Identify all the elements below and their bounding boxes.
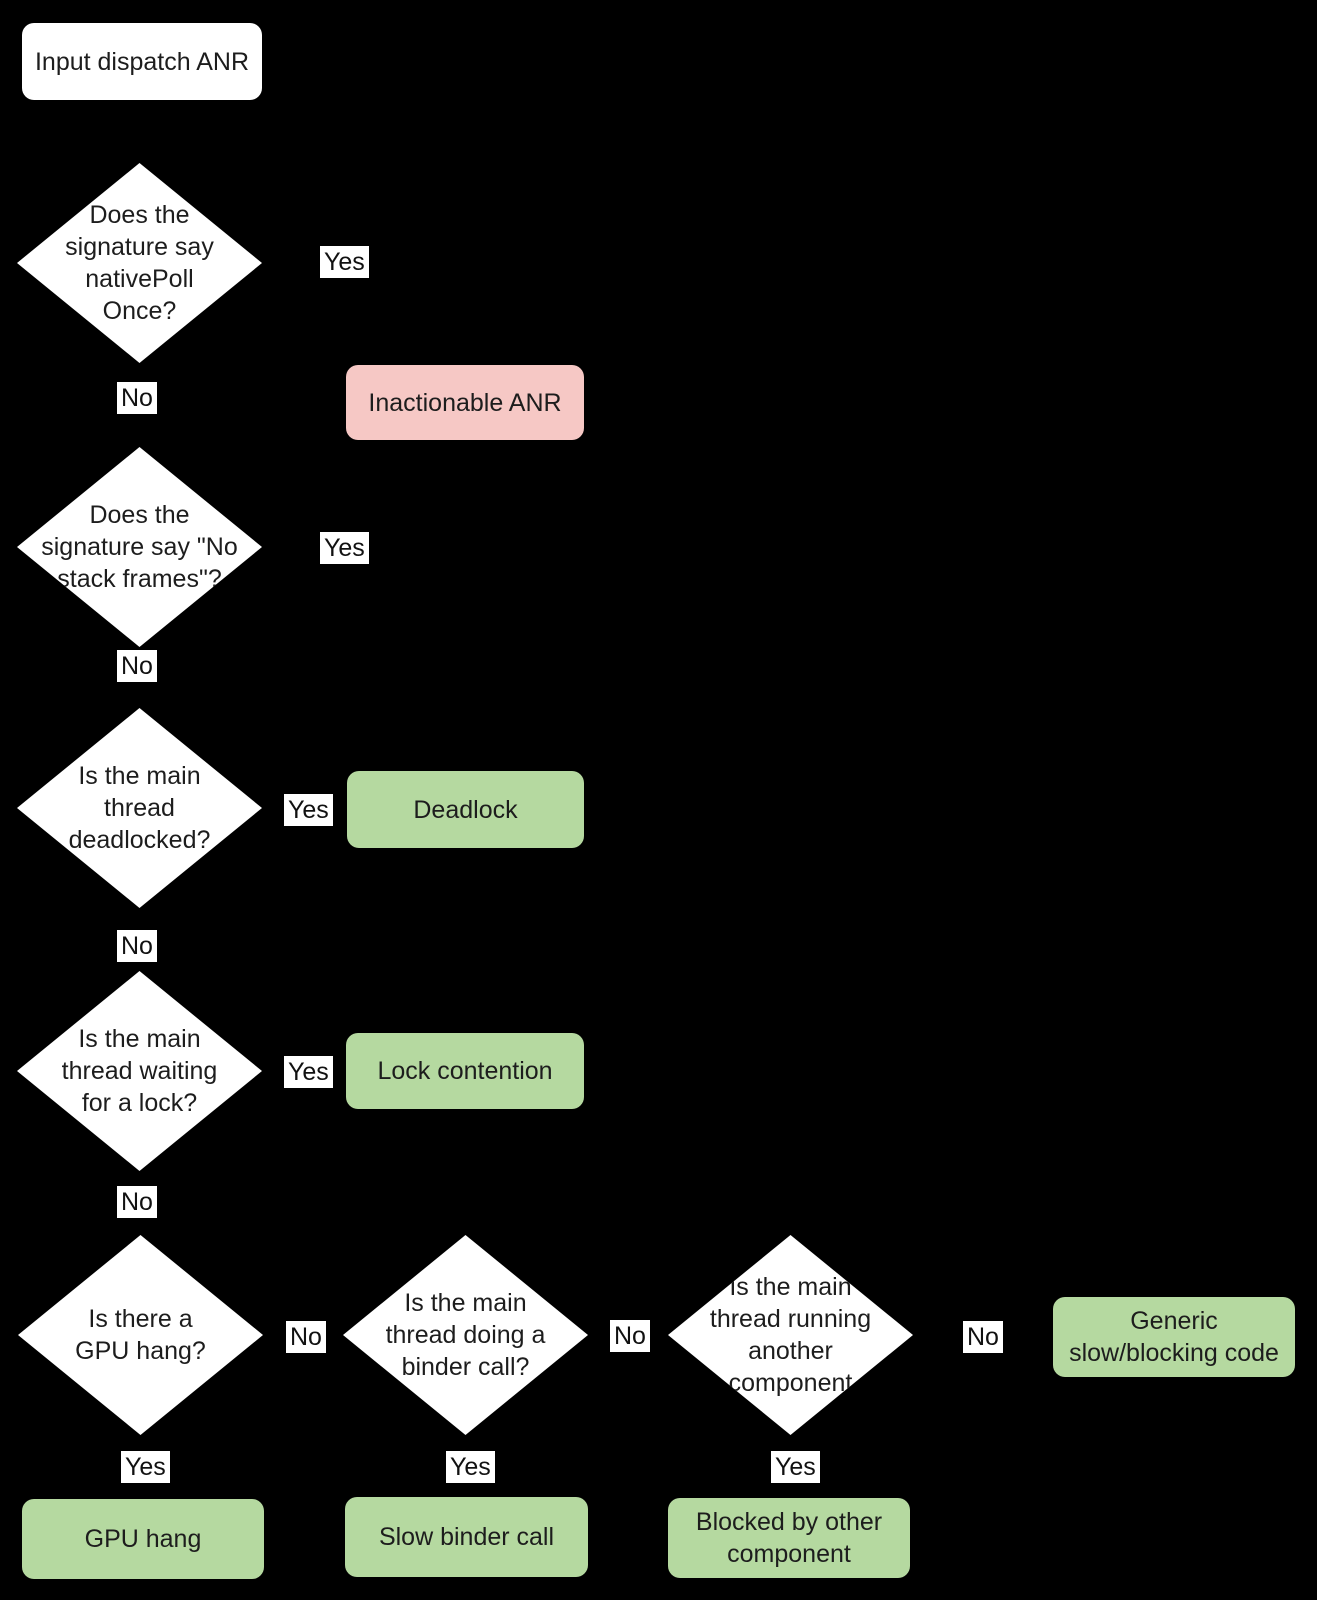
outcome-slow-binder-call: Slow binder call xyxy=(345,1497,588,1577)
decision-binder-call: Is the main thread doing a binder call? xyxy=(343,1235,588,1435)
edge-label-yes-waiting-lock: Yes xyxy=(284,1056,333,1088)
edge-label-no-deadlocked: No xyxy=(117,930,157,962)
edge-label-yes-another-component: Yes xyxy=(771,1451,820,1483)
edge-label-no-waiting-lock: No xyxy=(117,1186,157,1218)
outcome-deadlock-label: Deadlock xyxy=(413,795,518,824)
decision-signature-nativepollonce: Does the signature say nativePoll Once? xyxy=(17,163,262,363)
decision-gpu-hang-label: Is there a GPU hang? xyxy=(75,1305,206,1365)
decision-signature-no-stack-frames-label: Does the signature say "No stack frames"… xyxy=(41,501,238,593)
edge-label-no-another-component: No xyxy=(963,1321,1003,1353)
decision-binder-call-label: Is the main thread doing a binder call? xyxy=(385,1289,546,1381)
edge-label-yes-gpu-hang: Yes xyxy=(121,1451,170,1483)
outcome-gpu-hang-label: GPU hang xyxy=(84,1525,202,1553)
outcome-lock-contention-label: Lock contention xyxy=(377,1057,553,1085)
outcome-lock-contention: Lock contention xyxy=(346,1033,584,1109)
decision-main-thread-waiting-lock-label: Is the main thread waiting for a lock? xyxy=(61,1025,218,1117)
edge-label-no-no-stack-frames: No xyxy=(117,650,157,682)
start-node-label: Input dispatch ANR xyxy=(34,47,249,76)
edge-label-yes-no-stack-frames: Yes xyxy=(320,532,369,564)
outcome-blocked-by-other-component-label: Blocked by other component xyxy=(695,1508,883,1568)
start-node-input-dispatch-anr: Input dispatch ANR xyxy=(22,23,262,100)
decision-gpu-hang: Is there a GPU hang? xyxy=(18,1235,263,1435)
decision-signature-no-stack-frames: Does the signature say "No stack frames"… xyxy=(17,447,262,647)
outcome-blocked-by-other-component: Blocked by other component xyxy=(668,1498,910,1578)
outcome-slow-binder-call-label: Slow binder call xyxy=(378,1523,555,1551)
edge-label-no-gpu-hang: No xyxy=(286,1321,326,1353)
decision-signature-nativepollonce-label: Does the signature say nativePoll Once? xyxy=(65,201,214,325)
outcome-inactionable-anr: Inactionable ANR xyxy=(346,365,584,440)
outcome-gpu-hang: GPU hang xyxy=(22,1499,264,1579)
outcome-inactionable-anr-label: Inactionable ANR xyxy=(368,388,562,417)
decision-main-thread-deadlocked-label: Is the main thread deadlocked? xyxy=(68,762,211,854)
edge-label-no-nativepollonce: No xyxy=(117,382,157,414)
edge-label-no-binder-call: No xyxy=(610,1320,650,1352)
decision-running-another-component-label: Is the main thread running another compo… xyxy=(709,1273,872,1397)
edge-label-yes-deadlocked: Yes xyxy=(284,794,333,826)
decision-main-thread-deadlocked: Is the main thread deadlocked? xyxy=(17,708,262,908)
decision-running-another-component: Is the main thread running another compo… xyxy=(668,1235,913,1435)
edge-label-yes-nativepollonce: Yes xyxy=(320,246,369,278)
outcome-deadlock: Deadlock xyxy=(347,771,584,848)
decision-main-thread-waiting-lock: Is the main thread waiting for a lock? xyxy=(17,971,262,1171)
outcome-generic-slow-blocking-code: Generic slow/blocking code xyxy=(1053,1297,1295,1377)
outcome-generic-slow-blocking-code-label: Generic slow/blocking code xyxy=(1069,1307,1279,1367)
edge-label-yes-binder-call: Yes xyxy=(446,1451,495,1483)
